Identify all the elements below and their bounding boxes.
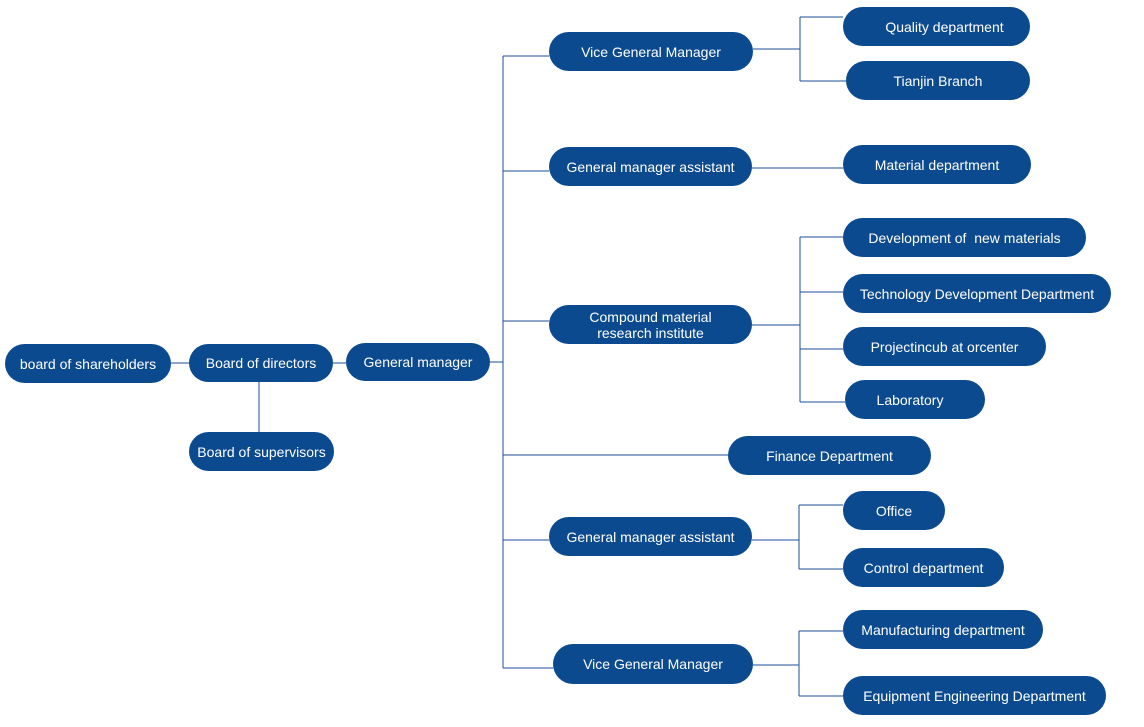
node-label: Control department — [863, 559, 984, 576]
node-board-of-directors: Board of directors — [189, 344, 333, 382]
node-label-line2: research institute — [597, 324, 704, 341]
node-label: General manager assistant — [566, 158, 735, 175]
node-label: Finance Department — [766, 447, 893, 464]
node-laboratory: Laboratory — [845, 380, 985, 419]
node-equipment-engineering-department: Equipment Engineering Department — [843, 676, 1106, 715]
node-compound-material-institute: Compound material research institute — [549, 305, 752, 344]
node-board-of-shareholders: board of shareholders — [5, 344, 171, 383]
node-finance-department: Finance Department — [728, 436, 931, 475]
node-material-department: Material department — [843, 145, 1031, 184]
node-label: Quality department — [885, 18, 1004, 35]
node-label: Equipment Engineering Department — [863, 687, 1086, 704]
node-label: Vice General Manager — [581, 43, 721, 60]
node-label: General manager assistant — [566, 528, 735, 545]
node-general-manager-assistant-2: General manager assistant — [549, 517, 752, 556]
node-technology-development-department: Technology Development Department — [843, 274, 1111, 313]
node-label-line1: Compound material — [589, 308, 712, 325]
node-label: Technology Development Department — [859, 285, 1095, 302]
node-tianjin-branch: Tianjin Branch — [846, 61, 1030, 100]
node-control-department: Control department — [843, 548, 1004, 587]
node-label: Manufacturing department — [861, 621, 1025, 638]
node-label: Tianjin Branch — [893, 72, 983, 89]
node-general-manager: General manager — [346, 343, 490, 381]
node-label: Projectincub at orcenter — [870, 338, 1019, 355]
node-label: Board of supervisors — [197, 443, 326, 460]
node-board-of-supervisors: Board of supervisors — [189, 432, 334, 471]
node-development-of-new-materials: Development of new materials — [843, 218, 1086, 257]
node-manufacturing-department: Manufacturing department — [843, 610, 1043, 649]
node-project-incubator-center: Projectincub at orcenter — [843, 327, 1046, 366]
node-general-manager-assistant-1: General manager assistant — [549, 147, 752, 186]
node-quality-department: Quality department — [843, 7, 1030, 46]
node-label: Office — [875, 502, 913, 519]
node-label: board of shareholders — [19, 355, 157, 372]
node-label: Material department — [874, 156, 1000, 173]
node-label: General manager — [363, 354, 473, 370]
node-label: Vice General Manager — [583, 656, 723, 672]
node-label: Laboratory — [876, 391, 944, 408]
node-office: Office — [843, 491, 945, 530]
node-label: Development of new materials — [868, 229, 1061, 246]
node-label: Board of directors — [205, 355, 317, 371]
node-vice-general-manager-top: Vice General Manager — [549, 32, 753, 71]
node-vice-general-manager-bottom: Vice General Manager — [553, 644, 753, 684]
